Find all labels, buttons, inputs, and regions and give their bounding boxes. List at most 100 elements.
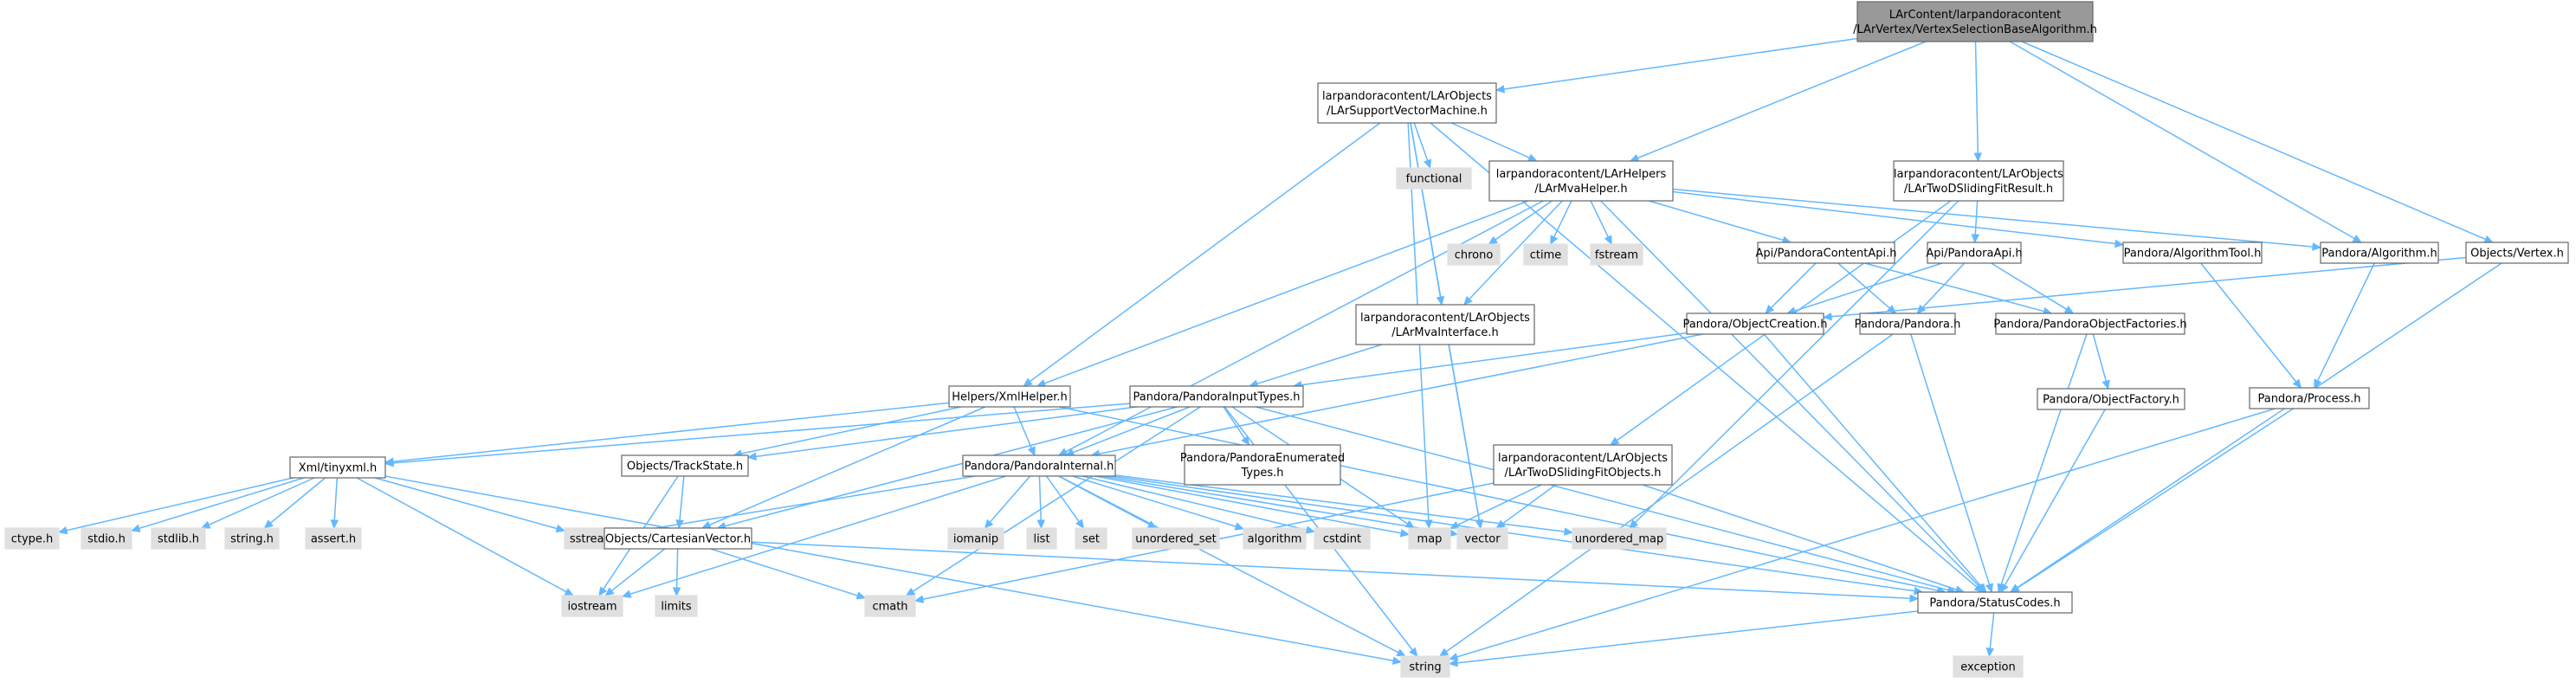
edge-arrowhead [1462, 295, 1473, 306]
node-label: Api/PandoraContentApi.h [1756, 248, 1897, 261]
edge-line [392, 403, 1131, 464]
node-algtool[interactable]: Pandora/AlgorithmTool.h [2122, 242, 2263, 264]
node-label: LArContent/larpandoracontent [1889, 9, 2062, 22]
node-contentapi[interactable]: Api/PandoraContentApi.h [1756, 242, 1897, 264]
edge-line [610, 548, 666, 592]
node-label: iostream [567, 601, 617, 614]
edge-line [1590, 200, 1609, 238]
node-box [81, 527, 132, 550]
node-algorithm[interactable]: Pandora/Algorithm.h [2320, 242, 2439, 264]
edge-line [66, 477, 294, 532]
node-unordered_map: unordered_map [1572, 527, 1667, 550]
edge-process-to-string [1448, 408, 2276, 661]
node-statuscodes[interactable]: Pandora/StatusCodes.h [1917, 591, 2073, 614]
edge-arrowhead [1075, 519, 1085, 530]
node-label: unordered_map [1575, 533, 1664, 546]
node-box [2465, 242, 2569, 264]
node-label: Api/PandoraApi.h [1926, 248, 2022, 261]
node-twodfitresult[interactable]: larpandoracontent/LArObjects/LArTwoDSlid… [1893, 160, 2064, 202]
edge-line [1081, 475, 1307, 531]
node-objcreation[interactable]: Pandora/ObjectCreation.h [1682, 313, 1828, 335]
node-map: map [1408, 527, 1451, 550]
node-label: Pandora/PandoraInputTypes.h [1133, 391, 1300, 404]
node-process[interactable]: Pandora/Process.h [2249, 387, 2370, 409]
node-pandoraapi[interactable]: Api/PandoraApi.h [1926, 242, 2023, 264]
node-box [864, 595, 916, 617]
edge-arrowhead [621, 590, 632, 598]
edge-process-to-statuscodes [2010, 408, 2294, 593]
node-stdlibh: stdlib.h [151, 527, 206, 550]
node-algorithmstd: algorithm [1243, 527, 1307, 550]
node-twodfitobjects[interactable]: larpandoracontent/LArObjects/LArTwoDSlid… [1493, 444, 1673, 486]
edge-internalh-to-iomanip [984, 475, 1031, 529]
node-box [1408, 527, 1451, 550]
edge-statuscodes-to-string [1448, 610, 1919, 667]
edge-line [208, 477, 315, 526]
node-box [948, 385, 1071, 408]
node-label: Types.h [1240, 467, 1283, 480]
edge-arrowhead [1449, 521, 1460, 530]
node-trackstate[interactable]: Objects/TrackState.h [621, 454, 749, 477]
node-objfactory[interactable]: Pandora/ObjectFactory.h [2037, 388, 2185, 410]
edge-pandora-to-statuscodes [1910, 333, 1993, 594]
node-label: larpandoracontent/LArObjects [1322, 90, 1492, 103]
edge-mvahelper-to-ctime [1550, 200, 1572, 246]
node-svm[interactable]: larpandoracontent/LArObjects/LArSupportV… [1317, 82, 1497, 124]
edge-internalh-to-map [1094, 475, 1411, 538]
edge-line [1456, 408, 2276, 658]
edge-root-to-algorithm [2009, 41, 2363, 243]
node-box [1917, 591, 2073, 614]
node-box [1314, 527, 1371, 550]
edge-arrowhead [2352, 235, 2363, 243]
edge-algorithm-to-process [2314, 262, 2375, 390]
node-internalh[interactable]: Pandora/PandoraInternal.h [962, 454, 1116, 477]
edge-line [1256, 344, 1383, 385]
node-iostream: iostream [561, 595, 623, 617]
node-xmlhelper[interactable]: Helpers/XmlHelper.h [948, 385, 1071, 408]
node-mvainterface[interactable]: larpandoracontent/LArObjects/LArMvaInter… [1355, 304, 1535, 345]
edge-arrowhead [1822, 313, 1832, 321]
node-label: Pandora/Pandora.h [1855, 319, 1961, 332]
node-box [2320, 242, 2439, 264]
node-root[interactable]: LArContent/larpandoracontent/LArVertex/V… [1853, 1, 2097, 42]
edge-twodfitobjects-to-vector [1495, 484, 1557, 529]
node-objfactories[interactable]: Pandora/PandoraObjectFactories.h [1993, 313, 2187, 335]
edge-arrowhead [1234, 522, 1245, 531]
edge-tinyxml-to-ctypeh [57, 477, 294, 535]
node-label: map [1417, 533, 1443, 546]
edge-line [139, 477, 305, 530]
node-cartesian[interactable]: Objects/CartesianVector.h [604, 527, 752, 550]
edge-twodfitresult-to-pandoraapi [1971, 200, 1980, 244]
edge-line [2200, 262, 2297, 383]
node-box [1447, 243, 1501, 266]
edge-line [1413, 122, 1429, 161]
node-tinyxml[interactable]: Xml/tinyxml.h [289, 456, 386, 479]
node-label: /LArMvaInterface.h [1391, 326, 1499, 339]
node-label: /LArSupportVectorMachine.h [1327, 105, 1488, 118]
edge-trackstate-to-cartesian [675, 475, 685, 530]
edge-pandoraapi-to-objcreation [1785, 262, 1943, 315]
node-label: /LArVertex/VertexSelectionBaseAlgorithm.… [1853, 23, 2097, 36]
node-box [224, 527, 280, 550]
edge-line [675, 548, 679, 589]
node-box [1523, 243, 1568, 266]
edge-root-to-mvahelper [1629, 41, 1927, 162]
node-label: larpandoracontent/LArHelpers [1496, 168, 1667, 181]
node-label: sstream [570, 533, 615, 546]
node-label: stdlib.h [158, 533, 199, 546]
node-layer: LArContent/larpandoracontent/LArVertex/V… [4, 1, 2569, 678]
edge-objfactories-to-objfactory [2092, 333, 2110, 390]
edge-line [2317, 262, 2375, 382]
edge-svm-to-mvahelper [1451, 122, 1538, 162]
node-mvahelper[interactable]: larpandoracontent/LArHelpers/LArMvaHelpe… [1488, 160, 1674, 202]
node-box [2122, 242, 2263, 264]
node-inputtypes[interactable]: Pandora/PandoraInputTypes.h [1129, 385, 1304, 408]
node-pandora[interactable]: Pandora/Pandora.h [1855, 313, 1961, 335]
edge-root-to-svm [1495, 37, 1858, 93]
node-label: /LArMvaHelper.h [1534, 183, 1627, 196]
node-ctypeh: ctype.h [4, 527, 60, 550]
node-vertex[interactable]: Objects/Vertex.h [2465, 242, 2569, 264]
edge-line [1043, 200, 1529, 384]
edge-line [1445, 333, 1894, 653]
